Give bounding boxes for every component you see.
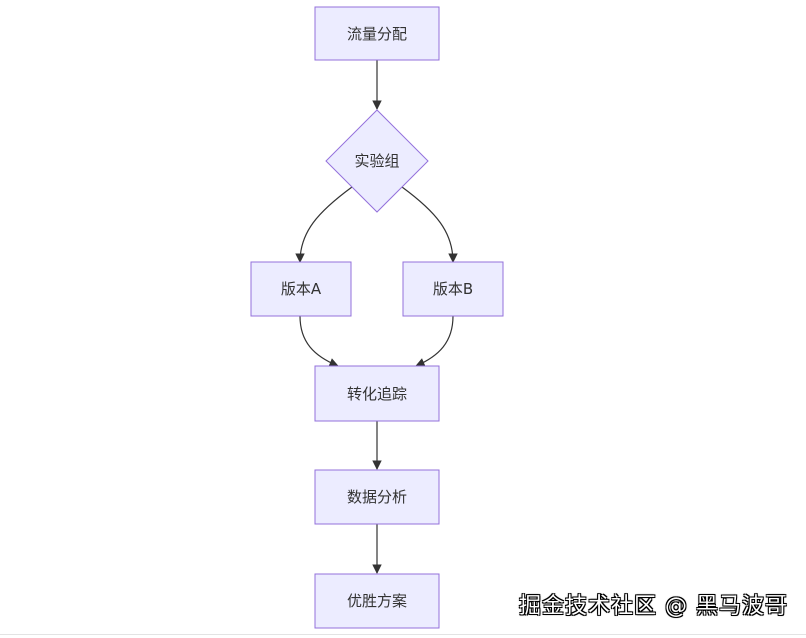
node-traffic-label: 流量分配 xyxy=(347,25,407,43)
node-analysis: 数据分析 xyxy=(314,469,440,525)
edge-version-a-to-tracking xyxy=(299,315,339,368)
node-analysis-label: 数据分析 xyxy=(347,488,407,506)
node-traffic: 流量分配 xyxy=(314,6,440,61)
edge-experiment-to-version-b xyxy=(401,186,458,263)
watermark-text: 掘金技术社区 @ 黑马波哥 xyxy=(519,594,788,619)
node-version-a-label: 版本A xyxy=(281,280,322,298)
edge-version-b-to-tracking xyxy=(415,315,454,367)
node-tracking: 转化追踪 xyxy=(314,365,440,422)
bottom-divider xyxy=(0,634,806,635)
node-experiment: 实验组 xyxy=(325,109,429,213)
node-version-b-label: 版本B xyxy=(433,280,473,298)
edges xyxy=(295,60,458,574)
node-experiment-label: 实验组 xyxy=(354,152,399,170)
node-tracking-label: 转化追踪 xyxy=(347,385,407,403)
node-version-b: 版本B xyxy=(402,261,504,317)
node-version-a: 版本A xyxy=(250,261,352,317)
edge-experiment-to-version-a xyxy=(295,186,353,263)
node-winner-label: 优胜方案 xyxy=(347,592,407,610)
node-winner: 优胜方案 xyxy=(314,573,440,629)
